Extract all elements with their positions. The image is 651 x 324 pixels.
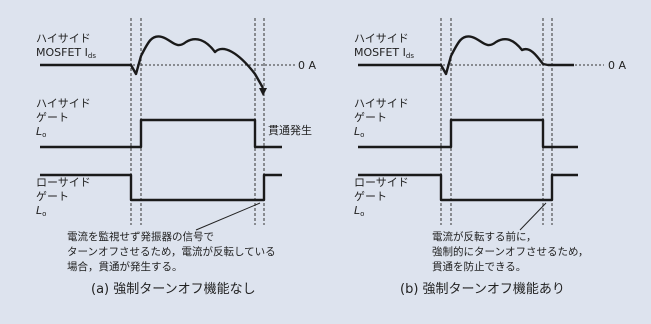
a-zero-label: 0 A: [298, 59, 316, 72]
a-high-gate-label-line2: ゲート: [36, 111, 69, 124]
a-current-waveform: [40, 35, 265, 89]
b-current-label-sub: ds: [406, 52, 414, 60]
b-annotation-pointer: [519, 202, 547, 231]
a-note-line-2: ターンオフさせるため，電流が反転している: [67, 245, 276, 258]
b-high-gate-label-line1: ハイサイド: [354, 97, 409, 110]
b-high-gate-label-line3: Lo: [354, 125, 364, 139]
panel-a: ハイサイド MOSFET Ids ハイサイド ゲート Lo ローサイド ゲート …: [36, 18, 316, 297]
a-low-gate-label-line1: ローサイド: [36, 176, 91, 189]
b-high-gate-waveform: [358, 118, 578, 149]
b-high-gate-sub: o: [360, 131, 364, 139]
panel-b: ハイサイド MOSFET Ids ハイサイド ゲート Lo ローサイド ゲート …: [354, 18, 626, 297]
a-current-label-sub: ds: [88, 52, 96, 60]
a-low-gate-sub: o: [42, 210, 46, 218]
a-caption: (a) 強制ターンオフ機能なし: [91, 282, 256, 297]
a-low-gate-label-line2: ゲート: [36, 190, 69, 203]
a-current-reversal-arrow: [259, 88, 267, 96]
a-high-gate-label-line3: Lo: [36, 125, 46, 139]
b-low-gate-sub: o: [360, 210, 364, 218]
a-high-gate-label-line1: ハイサイド: [36, 97, 91, 110]
b-low-gate-label-line2: ゲート: [354, 190, 387, 203]
a-low-gate-label-line3: Lo: [36, 204, 46, 218]
a-current-label-main: MOSFET I: [36, 46, 88, 59]
a-annotation-pointer: [195, 202, 261, 231]
b-high-gate-label-line2: ゲート: [354, 111, 387, 124]
a-note-line-1: 電流を監視せず発振器の信号で: [67, 230, 214, 243]
a-low-gate-sym: L: [36, 204, 42, 217]
b-caption: (b) 強制ターンオフ機能あり: [400, 282, 565, 297]
a-current-label-line2: MOSFET Ids: [36, 46, 96, 60]
b-current-label-line1: ハイサイド: [354, 32, 409, 45]
b-current-label-line2: MOSFET Ids: [354, 46, 414, 60]
a-shoot-through-label: 貫通発生: [268, 123, 312, 137]
b-note-line-1: 電流が反転する前に，: [432, 230, 536, 243]
b-low-gate-label-line3: Lo: [354, 204, 364, 218]
b-low-gate-waveform: [358, 173, 578, 202]
b-zero-label: 0 A: [608, 59, 626, 72]
a-current-label-line1: ハイサイド: [36, 32, 91, 45]
b-low-gate-label-line1: ローサイド: [354, 176, 409, 189]
b-current-waveform: [358, 35, 574, 76]
a-note-line-3: 場合，貫通が発生する。: [67, 260, 183, 273]
a-high-gate-waveform: [40, 118, 282, 149]
a-high-gate-sym: L: [36, 125, 42, 138]
b-low-gate-sym: L: [354, 204, 360, 217]
b-note-line-2: 強制的にターンオフさせるため，: [432, 245, 588, 258]
b-note-line-3: 貫通を防止できる。: [432, 260, 526, 273]
b-high-gate-sym: L: [354, 125, 360, 138]
b-current-label-main: MOSFET I: [354, 46, 406, 59]
a-low-gate-waveform: [40, 173, 282, 202]
a-high-gate-sub: o: [42, 131, 46, 139]
